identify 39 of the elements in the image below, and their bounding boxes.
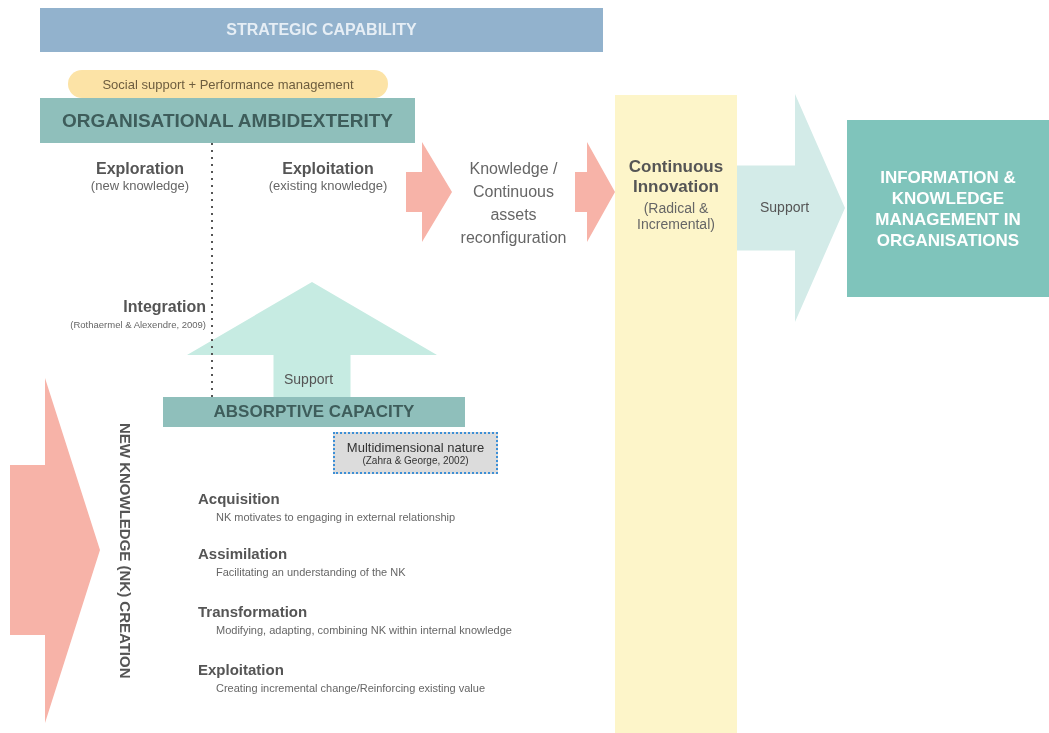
heading-text: ABSORPTIVE CAPACITY	[213, 402, 415, 422]
term-heading: Exploitation	[282, 160, 374, 178]
dimension-heading: Exploitation	[198, 661, 285, 678]
term-note: (new knowledge)	[90, 178, 190, 193]
term-heading: Exploration	[96, 160, 184, 178]
band-title: STRATEGIC CAPABILITY	[226, 21, 417, 39]
block-arrow	[187, 282, 437, 397]
edge-label: Support	[284, 371, 334, 387]
pill-label	[68, 70, 388, 98]
dimension-text: NK motivates to engaging in external relationship	[216, 511, 457, 523]
heading-bar	[163, 397, 465, 427]
dimension-heading: Transformation	[198, 603, 309, 620]
column-heading: Continuous Innovation	[627, 157, 725, 197]
heading-text: INFORMATION & KNOWLEDGE MANAGEMENT IN ORGANISATIONS	[874, 166, 1022, 251]
block-arrow	[406, 142, 452, 242]
term-heading: Integration	[123, 298, 206, 316]
note-box	[333, 432, 498, 474]
title-band	[40, 8, 603, 52]
process-text: Knowledge / Continuous assets reconfiguration	[459, 158, 568, 248]
block-arrow	[575, 142, 615, 242]
vertical-heading: NEW KNOWLEDGE (NK) CREATION	[117, 422, 134, 679]
column-band	[615, 95, 737, 733]
term-note: (existing knowledge)	[268, 178, 388, 193]
dimension-heading: Assimilation	[198, 545, 289, 562]
dimension-text: Creating incremental change/Reinforcing existing value	[216, 682, 487, 694]
heading-text: ORGANISATIONAL AMBIDEXTERITY	[61, 109, 394, 132]
dimension-text: Modifying, adapting, combining NK within internal knowledge	[216, 624, 513, 636]
dimension-heading: Acquisition	[198, 490, 281, 507]
heading-box	[847, 120, 1049, 297]
citation-text: (Zahra & George, 2002)	[362, 455, 469, 466]
heading-bar	[40, 98, 415, 143]
column-note: (Radical & Incremental)	[636, 200, 716, 232]
citation-text: (Rothaermel & Alexendre, 2009)	[70, 319, 206, 330]
pill-text: Social support + Performance management	[102, 76, 354, 92]
dimension-text: Facilitating an understanding of the NK	[216, 566, 407, 578]
block-arrow	[737, 94, 845, 322]
edge-label: Support	[760, 199, 810, 215]
note-text: Multidimensional nature	[346, 440, 485, 455]
dotted-line	[211, 142, 213, 398]
